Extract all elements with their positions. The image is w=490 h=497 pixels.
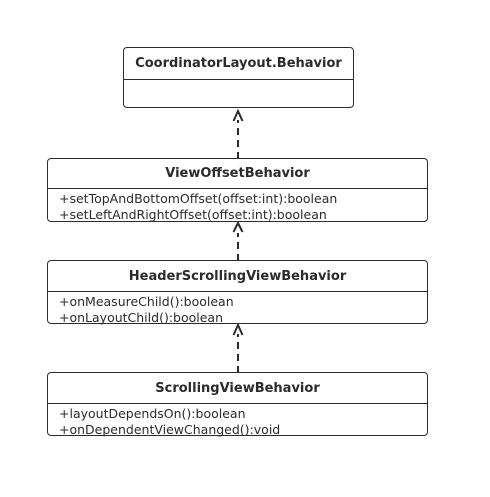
class-name: ViewOffsetBehavior — [48, 159, 427, 189]
class-scrolling-view-behavior: ScrollingViewBehavior +layoutDependsOn()… — [47, 372, 428, 438]
arrowhead-header — [232, 322, 244, 336]
class-name: ScrollingViewBehavior — [48, 373, 427, 404]
class-name: CoordinatorLayout.Behavior — [124, 48, 353, 80]
method-on-layout-child: +onLayoutChild():boolean — [59, 310, 224, 325]
class-header-scrolling-view-behavior: HeaderScrollingViewBehavior +onMeasureCh… — [47, 260, 428, 326]
class-members: +layoutDependsOn():boolean +onDependentV… — [48, 404, 427, 438]
class-name: HeaderScrollingViewBehavior — [48, 261, 427, 292]
method-set-left-and-right-offset: +setLeftAndRightOffset(offset:int):boole… — [59, 207, 327, 222]
method-on-measure-child: +onMeasureChild():boolean — [59, 294, 234, 309]
class-members: +setTopAndBottomOffset(offset:int):boole… — [48, 189, 427, 223]
method-layout-depends-on: +layoutDependsOn():boolean — [59, 406, 246, 421]
class-coordinator-layout-behavior: CoordinatorLayout.Behavior — [123, 47, 354, 108]
arrowhead-coordinator — [232, 108, 244, 122]
class-members: +onMeasureChild():boolean +onLayoutChild… — [48, 292, 427, 326]
class-view-offset-behavior: ViewOffsetBehavior +setTopAndBottomOffse… — [47, 158, 428, 222]
class-members — [124, 80, 353, 82]
method-set-top-and-bottom-offset: +setTopAndBottomOffset(offset:int):boole… — [59, 191, 338, 206]
arrowhead-viewoffset — [232, 220, 244, 233]
method-on-dependent-view-changed: +onDependentViewChanged():void — [59, 422, 281, 437]
